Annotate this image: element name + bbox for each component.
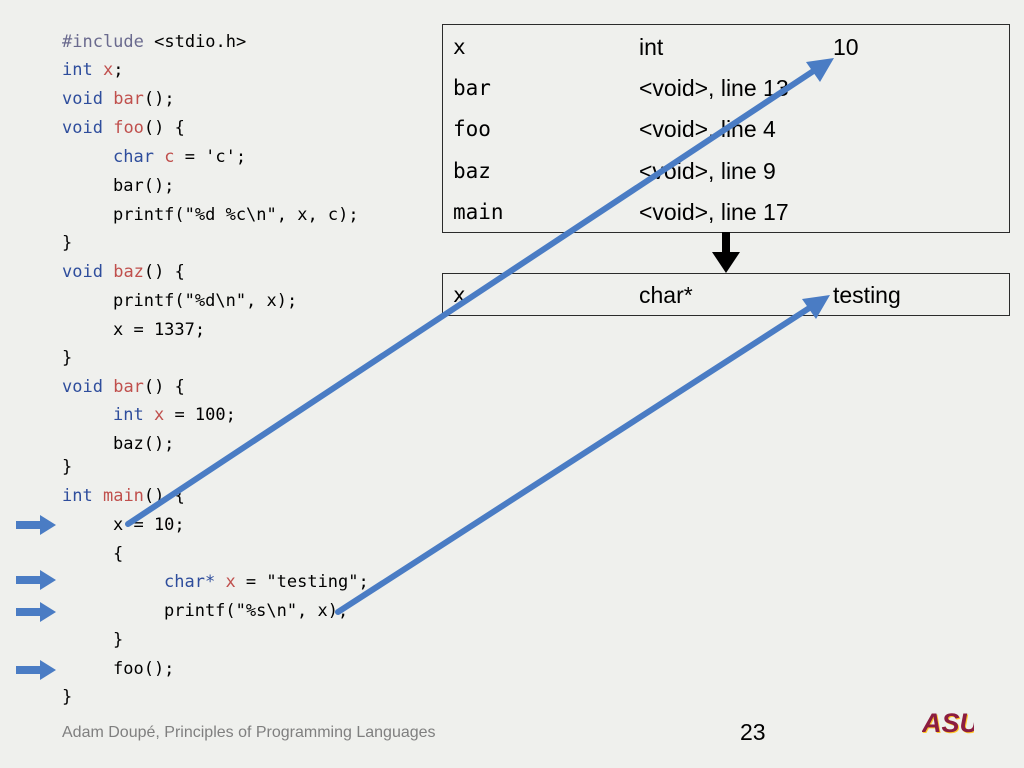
svg-text:ASU: ASU: [922, 709, 974, 738]
code-line-close-bar: }: [62, 457, 73, 477]
code-line-global-x: int x;: [62, 60, 124, 80]
symbol-type-local-x: char*: [639, 282, 693, 308]
right-arrow-icon: [16, 660, 56, 680]
code-line-int-x-100: int x = 100;: [113, 405, 236, 425]
code-line-x-assign-10: x = 10;: [113, 515, 185, 535]
code-line-open-block: {: [113, 544, 124, 564]
binding-arrow-local-x: [335, 302, 817, 615]
right-arrow-icon: [16, 515, 56, 535]
symbol-type-bar: <void>, line 13: [639, 75, 789, 101]
code-line-baz-call: baz();: [113, 434, 175, 454]
code-line-include: #include <stdio.h>: [62, 32, 247, 52]
svg-text:ASU: ASU: [922, 708, 974, 738]
code-line-close-block: }: [113, 630, 124, 650]
asu-logo-icon: ASU ASU: [922, 708, 974, 738]
code-line-close-main: }: [62, 687, 73, 707]
footer-author: Adam Doupé, Principles of Programming La…: [62, 724, 436, 741]
symbol-name-bar: bar: [453, 76, 491, 100]
symbol-table-local: x char* testing: [442, 273, 1010, 316]
down-arrow-icon: [712, 232, 740, 273]
right-arrow-icon: [16, 570, 56, 590]
symbol-type-x: int: [639, 34, 664, 60]
code-line-char-ptr-x: char* x = "testing";: [164, 572, 369, 592]
code-line-char-c: char c = 'c';: [113, 147, 247, 167]
code-line-bar-def: void bar() {: [62, 377, 185, 397]
symbol-name-main: main: [453, 200, 504, 224]
right-arrow-icon: [16, 602, 56, 622]
code-line-printf-baz: printf("%d\n", x);: [113, 291, 298, 311]
code-line-baz-def: void baz() {: [62, 262, 185, 282]
code-line-printf-main: printf("%s\n", x);: [164, 601, 349, 621]
symbol-name-baz: baz: [453, 159, 491, 183]
code-line-main-def: int main() {: [62, 486, 185, 506]
code-line-foo-call: foo();: [113, 659, 175, 679]
code-line-foo-def: void foo() {: [62, 118, 185, 138]
code-line-close-foo: }: [62, 233, 73, 253]
page-number: 23: [740, 719, 766, 745]
code-line-bar-call: bar();: [113, 176, 175, 196]
symbol-type-baz: <void>, line 9: [639, 158, 776, 184]
symbol-name-local-x: x: [453, 283, 466, 307]
symbol-name-foo: foo: [453, 117, 491, 141]
code-line-close-baz: }: [62, 348, 73, 368]
code-line-printf-foo: printf("%d %c\n", x, c);: [113, 205, 359, 225]
symbol-name-x: x: [453, 35, 466, 59]
symbol-type-foo: <void>, line 4: [639, 116, 776, 142]
code-line-bar-decl: void bar();: [62, 89, 175, 109]
code-directive: #include: [62, 32, 144, 52]
symbol-value-local-x: testing: [833, 282, 901, 308]
symbol-value-x: 10: [833, 34, 859, 60]
symbol-table-global: x int 10 bar <void>, line 13 foo <void>,…: [442, 24, 1010, 233]
symbol-type-main: <void>, line 17: [639, 199, 789, 225]
code-line-x-assign-1337: x = 1337;: [113, 320, 206, 340]
